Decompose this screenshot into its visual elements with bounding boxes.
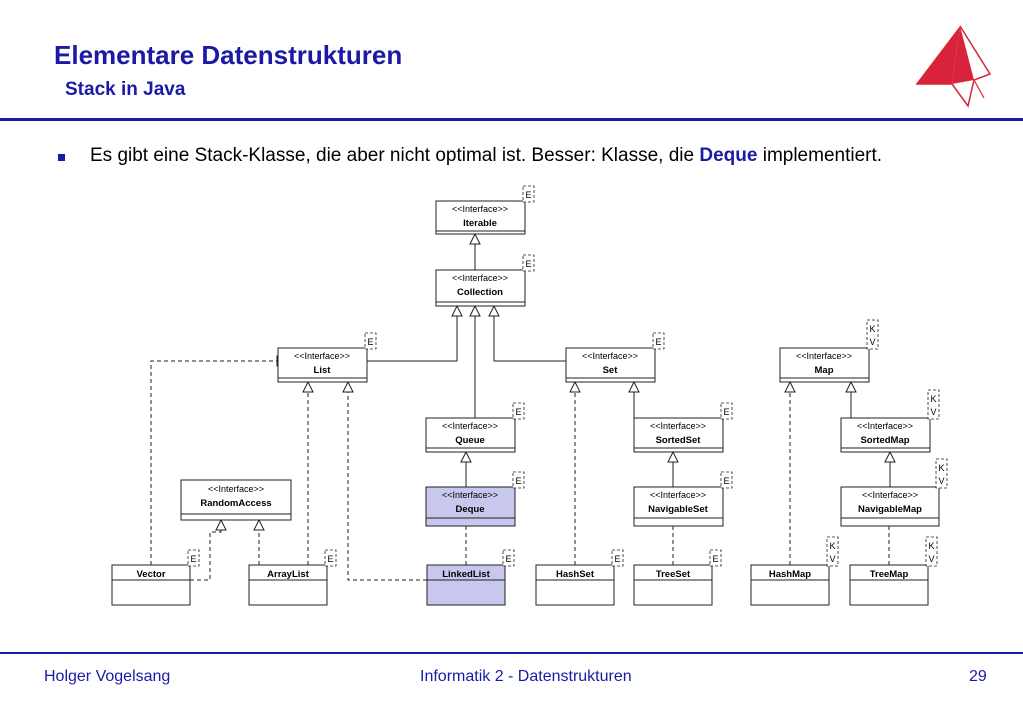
svg-text:<<Interface>>: <<Interface>> [650,421,706,431]
bullet-icon [58,154,65,161]
svg-text:E: E [614,554,620,564]
svg-text:<<Interface>>: <<Interface>> [796,351,852,361]
svg-text:K: K [869,324,875,334]
svg-text:E: E [327,554,333,564]
class-treemap: TreeMap K V [849,536,938,606]
svg-text:E: E [505,554,511,564]
svg-text:<<Interface>>: <<Interface>> [442,421,498,431]
svg-text:SortedMap: SortedMap [860,435,909,446]
interface-collection: <<Interface>> Collection E [435,254,535,307]
svg-text:Map: Map [815,365,834,376]
svg-text:LinkedList: LinkedList [442,569,490,580]
svg-text:HashMap: HashMap [769,569,811,580]
svg-text:K: K [928,541,934,551]
svg-text:Deque: Deque [455,504,484,515]
svg-text:E: E [525,259,531,269]
svg-text:E: E [190,554,196,564]
svg-text:SortedSet: SortedSet [656,435,702,446]
interface-navigableset: <<Interface>> NavigableSet E [633,471,733,527]
bullet-text-before: Es gibt eine Stack-Klasse, die aber nich… [90,145,700,166]
interface-sortedset: <<Interface>> SortedSet E [633,402,733,453]
interface-iterable: <<Interface>> Iterable E [435,185,535,235]
svg-text:Iterable: Iterable [463,218,497,229]
svg-text:E: E [515,407,521,417]
svg-text:List: List [314,365,332,376]
svg-text:<<Interface>>: <<Interface>> [857,421,913,431]
svg-text:HashSet: HashSet [556,569,595,580]
connection-lines [150,244,891,581]
class-hashset: HashSet E [535,549,624,606]
svg-text:E: E [655,337,661,347]
svg-text:V: V [829,554,835,564]
class-vector: Vector E [111,549,200,606]
svg-text:Vector: Vector [136,569,165,580]
svg-text:V: V [928,554,934,564]
svg-text:NavigableMap: NavigableMap [858,504,922,515]
svg-text:<<Interface>>: <<Interface>> [442,490,498,500]
interface-list: <<Interface>> List E [277,332,377,383]
svg-text:K: K [938,463,944,473]
footer-course: Informatik 2 - Datenstrukturen [420,668,632,685]
svg-text:E: E [723,407,729,417]
class-linkedlist: LinkedList E [426,549,515,606]
footer-page-number: 29 [969,668,987,685]
svg-text:TreeMap: TreeMap [870,569,909,580]
svg-text:K: K [829,541,835,551]
interface-map: <<Interface>> Map K V [779,319,879,383]
class-arraylist: ArrayList E [248,549,337,606]
svg-text:<<Interface>>: <<Interface>> [452,204,508,214]
svg-text:NavigableSet: NavigableSet [648,504,708,515]
slide-title: Elementare Datenstrukturen [54,40,403,70]
footer-rule [0,652,1023,654]
class-treeset: TreeSet E [633,549,722,606]
svg-text:<<Interface>>: <<Interface>> [208,484,264,494]
interface-set: <<Interface>> Set E [565,332,665,383]
svg-text:Set: Set [603,365,619,376]
interface-sortedmap: <<Interface>> SortedMap K V [840,389,940,453]
interface-queue: <<Interface>> Queue E [425,402,525,453]
svg-text:<<Interface>>: <<Interface>> [862,490,918,500]
svg-text:RandomAccess: RandomAccess [200,498,271,509]
slide-subtitle: Stack in Java [65,79,186,100]
svg-text:V: V [869,337,875,347]
svg-text:V: V [930,407,936,417]
svg-text:E: E [525,190,531,200]
interface-randomaccess: <<Interface>> RandomAccess [180,479,292,521]
class-hashmap: HashMap K V [750,536,839,606]
svg-text:ArrayList: ArrayList [267,569,310,580]
footer-author: Holger Vogelsang [44,668,171,685]
svg-text:<<Interface>>: <<Interface>> [582,351,638,361]
header-rule [0,118,1023,121]
bullet-text-highlight: Deque [699,145,758,166]
svg-text:V: V [938,476,944,486]
university-logo [916,25,992,108]
svg-text:E: E [367,337,373,347]
svg-text:E: E [515,476,521,486]
svg-text:E: E [723,476,729,486]
svg-text:<<Interface>>: <<Interface>> [650,490,706,500]
svg-text:<<Interface>>: <<Interface>> [452,273,508,283]
bullet-text: Es gibt eine Stack-Klasse, die aber nich… [90,145,882,167]
interface-navigablemap: <<Interface>> NavigableMap K V [840,458,948,527]
svg-text:TreeSet: TreeSet [656,569,691,580]
svg-text:<<Interface>>: <<Interface>> [294,351,350,361]
svg-text:E: E [712,554,718,564]
interface-deque: <<Interface>> Deque E [425,471,525,527]
svg-text:Queue: Queue [455,435,485,446]
bullet-text-after: implementiert. [757,145,883,166]
svg-text:Collection: Collection [457,287,503,298]
svg-text:K: K [930,394,936,404]
